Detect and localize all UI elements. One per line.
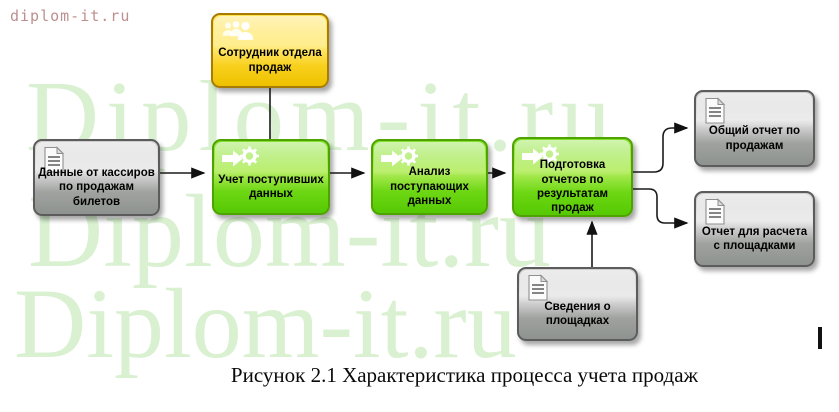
output-label: Отчет для расчета с площадками — [701, 225, 808, 252]
people-group-icon — [220, 20, 254, 48]
process-label: Учет поступивших данных — [218, 173, 324, 200]
document-icon — [703, 198, 727, 231]
actor-label: Сотрудник отдела продаж — [218, 47, 322, 74]
process-arrow-gear-icon — [521, 144, 561, 174]
process-arrow-gear-icon — [221, 146, 261, 176]
watermark-row-3: Diplom-it.ru — [14, 268, 517, 379]
reference-label: Сведения о площадках — [544, 300, 611, 327]
output-label: Общий отчет по продажам — [708, 125, 801, 152]
output-node-general-report: Общий отчет по продажам — [694, 90, 815, 167]
reference-node-venue-info: Сведения о площадках — [517, 267, 638, 341]
process-label: Подготовка отчетов по результатам продаж — [536, 159, 609, 215]
document-icon — [526, 274, 550, 307]
output-node-settlement-report: Отчет для расчета с площадками — [694, 191, 815, 267]
process-node-accounting: Учет поступивших данных — [212, 139, 330, 215]
document-icon — [42, 146, 66, 179]
input-label: Данные от кассиров по продажам билетов — [38, 166, 155, 208]
process-node-analysis: Анализ поступающих данных — [371, 139, 488, 215]
input-node-cashier-data: Данные от кассиров по продажам билетов — [33, 139, 160, 216]
process-label: Анализ поступающих данных — [390, 166, 469, 208]
document-icon — [703, 97, 727, 130]
process-node-report-preparation: Подготовка отчетов по результатам продаж — [512, 137, 633, 217]
process-arrow-gear-icon — [380, 146, 420, 176]
site-label: diplom-it.ru — [10, 7, 131, 25]
black-bar-artifact — [818, 327, 822, 349]
actor-node-sales-employee: Сотрудник отдела продаж — [211, 13, 329, 88]
figure-caption: Рисунок 2.1 Характеристика процесса учет… — [230, 363, 699, 387]
